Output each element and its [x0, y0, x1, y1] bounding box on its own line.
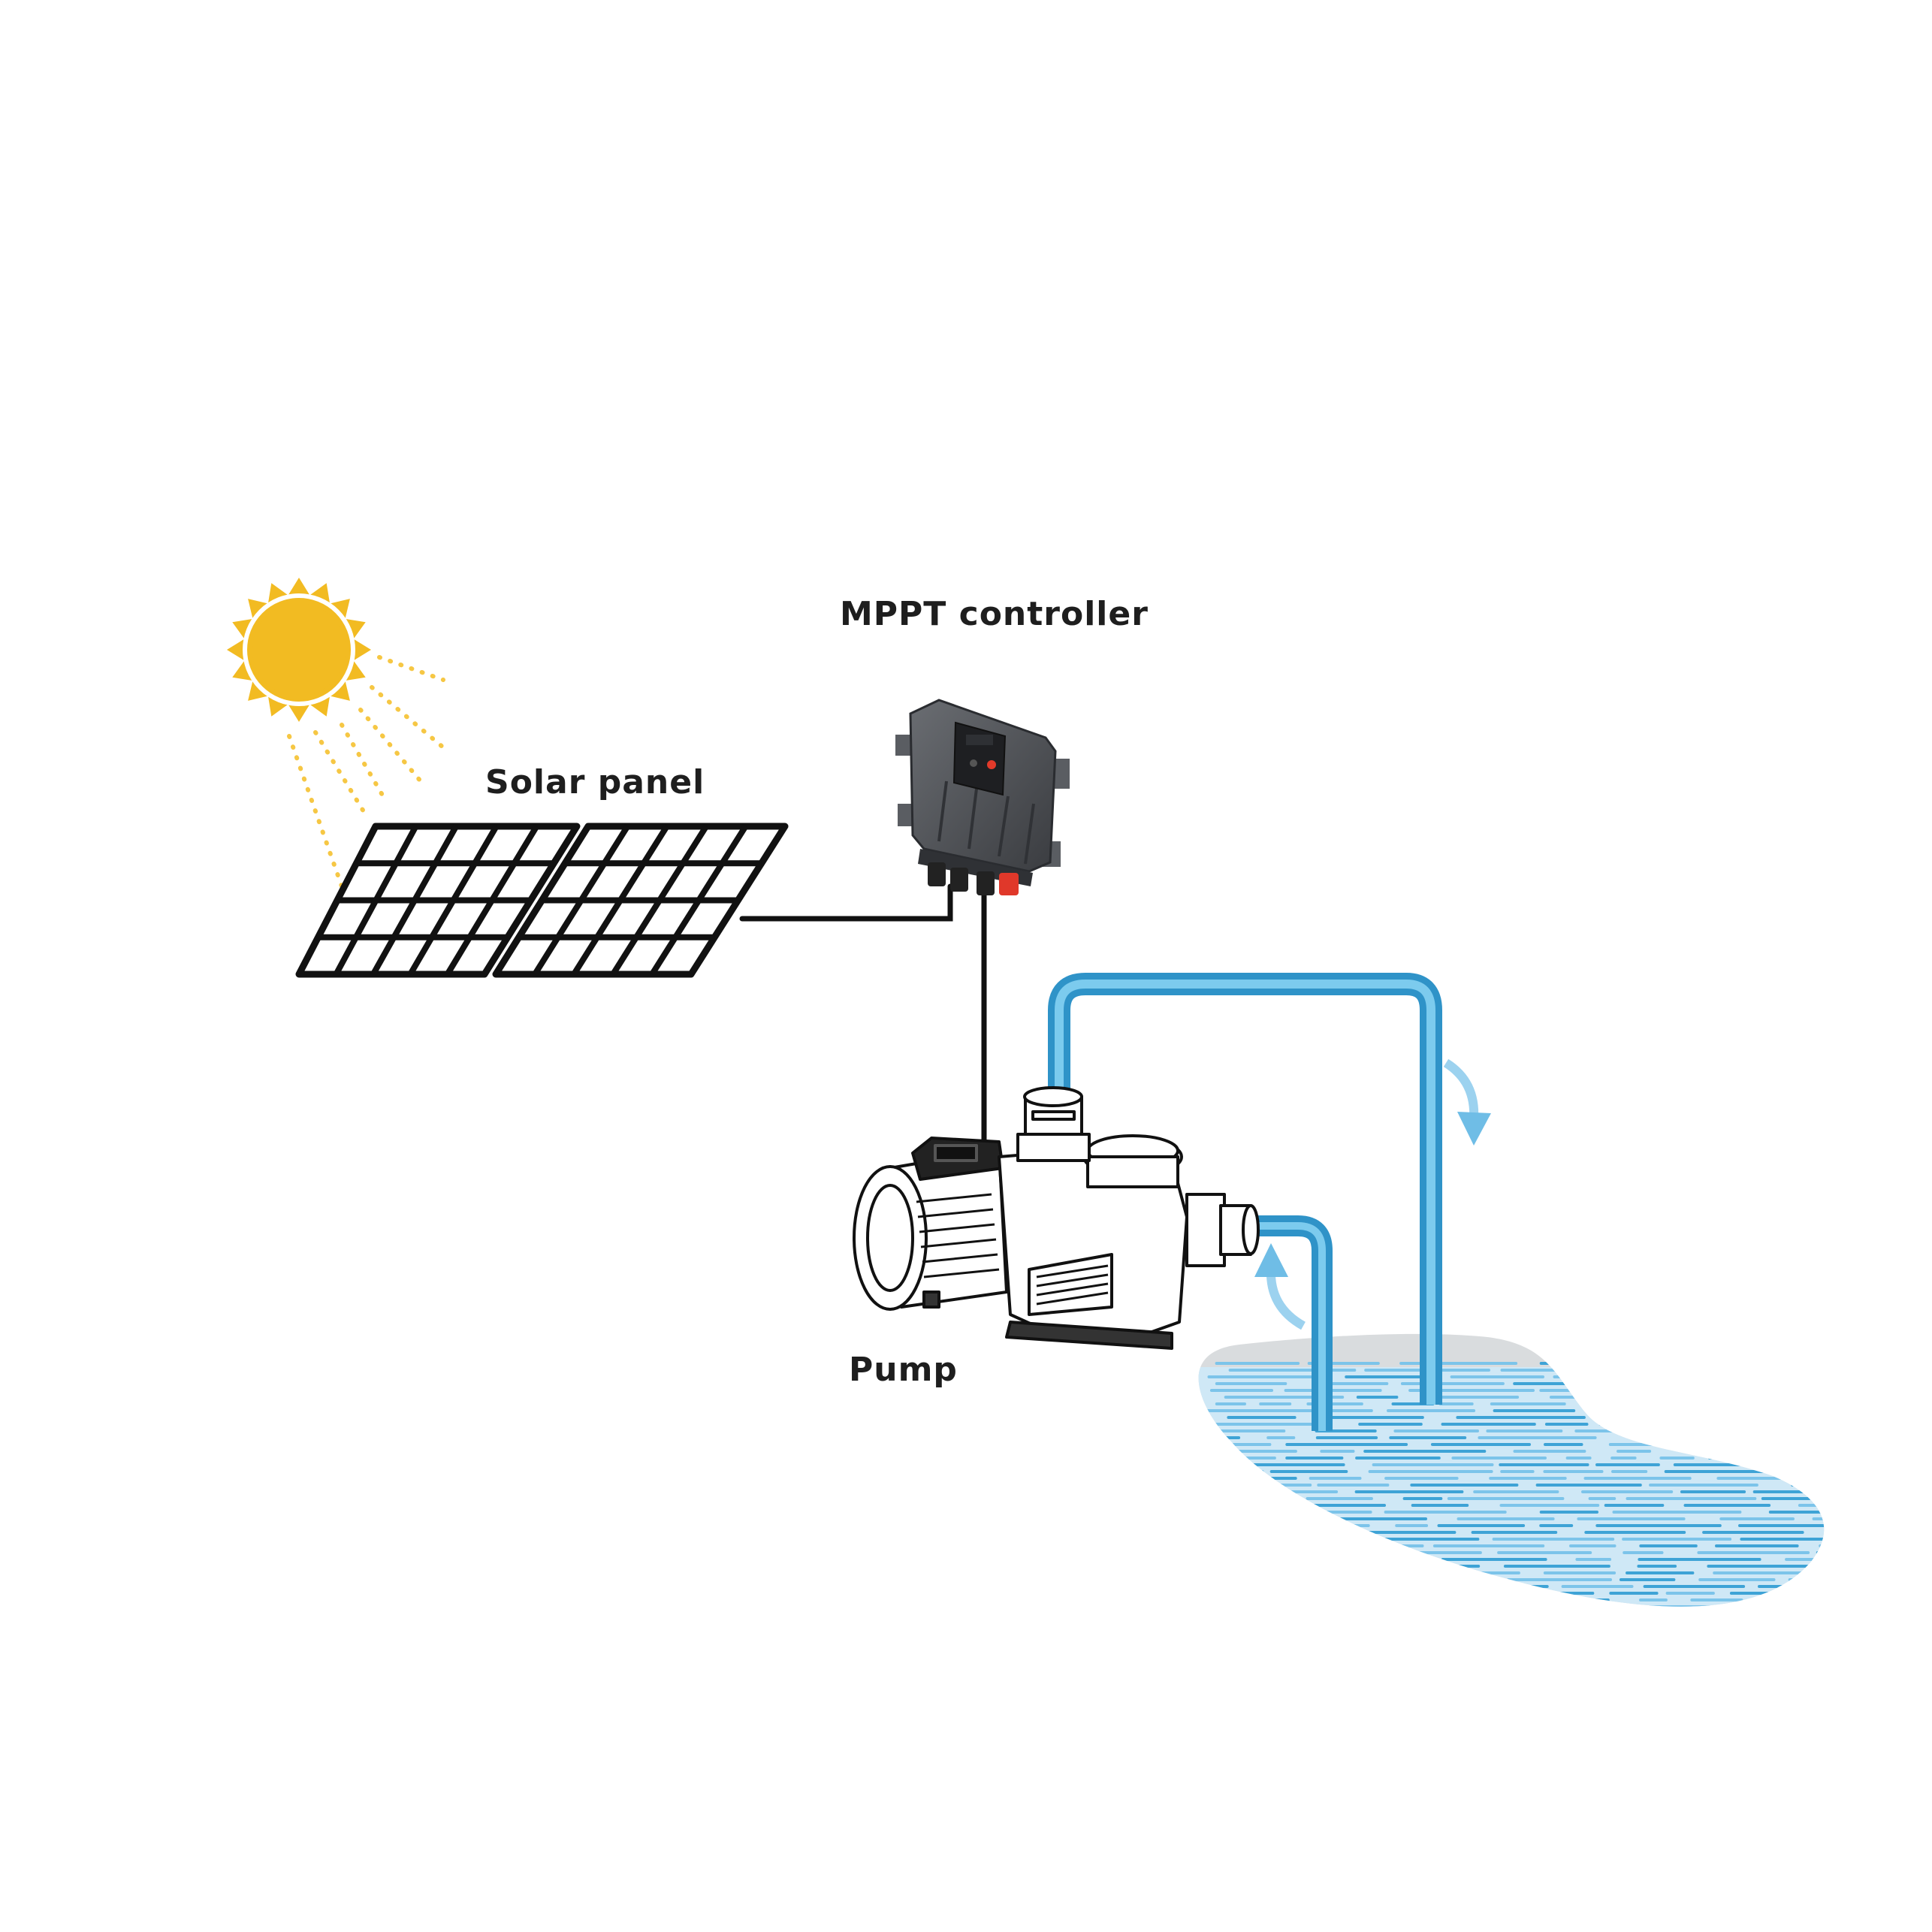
pond-icon — [1198, 1333, 1825, 1607]
solar-panel-icon — [295, 823, 789, 978]
solar-panel-label: Solar panel — [485, 763, 705, 801]
pump-label: Pump — [849, 1351, 958, 1389]
flow-arrow-up-icon — [1254, 1243, 1306, 1330]
flow-arrow-down-icon — [1443, 1058, 1491, 1146]
sun-rays — [287, 655, 445, 889]
pump-icon — [853, 1086, 1260, 1350]
controller-device-icon — [895, 699, 1070, 895]
water-pipes — [1048, 973, 1442, 1431]
controller-label: MPPT controller — [840, 595, 1149, 633]
cables — [739, 883, 987, 1152]
sun-icon — [227, 578, 371, 722]
